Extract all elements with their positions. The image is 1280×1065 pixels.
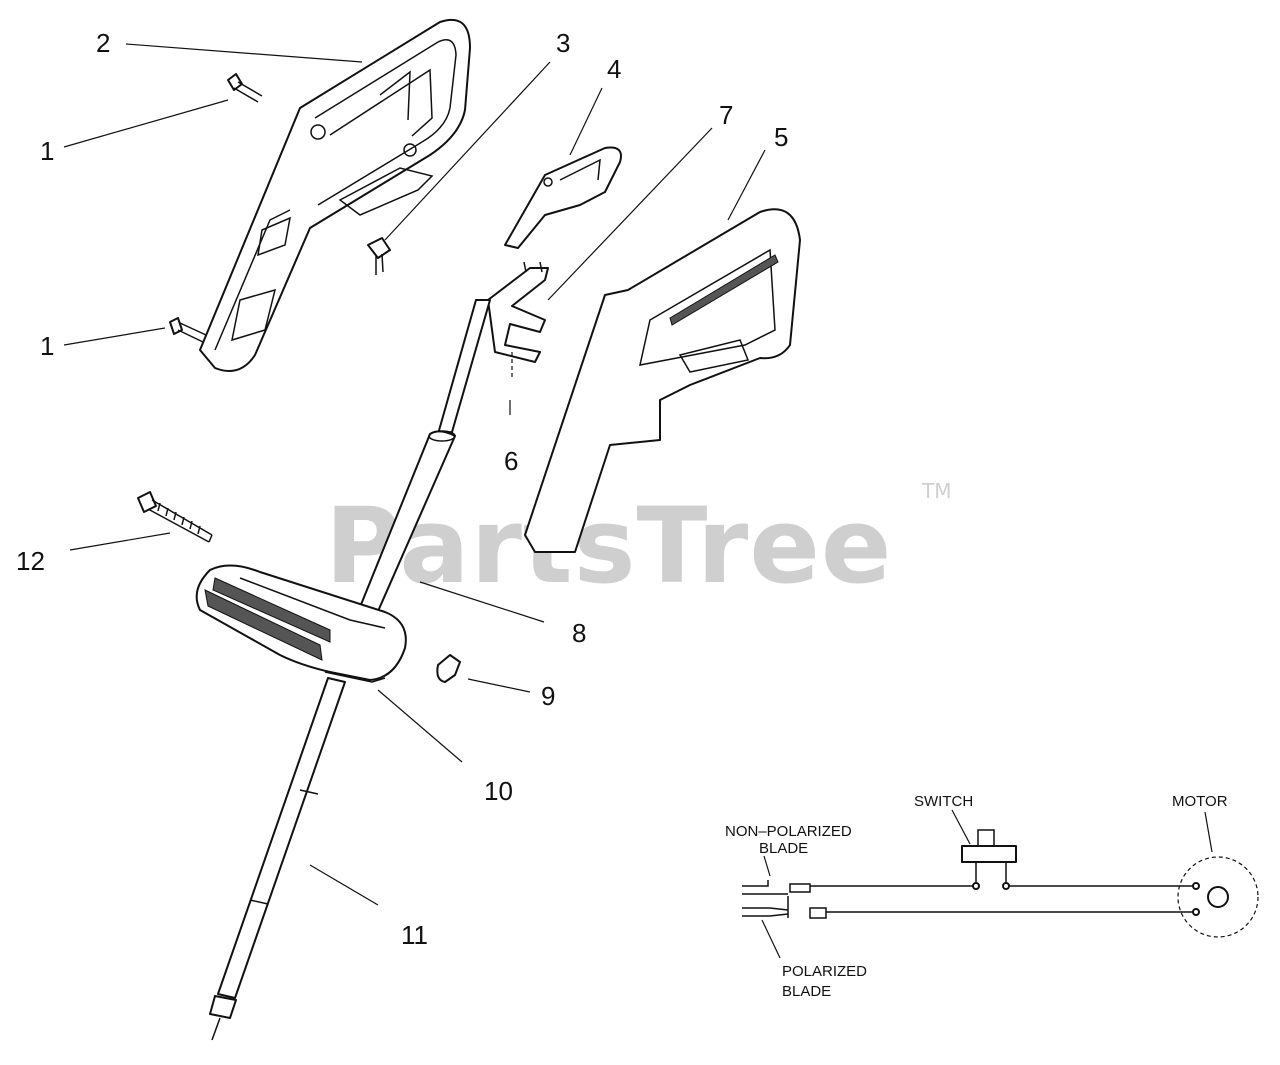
wiring-diagram: SWITCH MOTOR NON–POLARIZED BLADE POLARIZ…	[725, 793, 1259, 1000]
part-handle-half	[199, 18, 471, 372]
switch-label: SWITCH	[914, 793, 973, 810]
part-switch-bracket	[487, 261, 549, 363]
callout-1b: 1	[40, 331, 54, 361]
callout-5: 5	[774, 122, 788, 152]
motor-symbol	[1177, 856, 1259, 938]
callout-1a: 1	[40, 136, 54, 166]
part-handle-cover	[524, 208, 801, 553]
part-bolt	[137, 491, 213, 543]
part-knob	[436, 654, 461, 683]
polarized-label-1: POLARIZED	[782, 963, 867, 980]
callout-2: 2	[96, 28, 110, 58]
polarized-label-2: BLADE	[782, 983, 831, 1000]
part-screw-lower	[169, 317, 207, 343]
callout-3: 3	[556, 28, 570, 58]
part-clip	[367, 237, 391, 275]
part-lower-tube	[209, 677, 346, 1041]
callout-12: 12	[16, 546, 45, 576]
leader-lines	[63, 43, 766, 906]
callout-10: 10	[484, 776, 513, 806]
callout-6: 6	[504, 446, 518, 476]
callout-4: 4	[607, 54, 621, 84]
callout-11: 11	[401, 920, 428, 950]
non-polarized-label-1: NON–POLARIZED	[725, 823, 852, 840]
part-screw-upper	[227, 73, 263, 103]
callout-7: 7	[719, 100, 733, 130]
motor-label: MOTOR	[1172, 793, 1228, 810]
part-trigger	[504, 146, 622, 249]
callout-8: 8	[572, 618, 586, 648]
switch-symbol	[961, 829, 1017, 890]
callout-9: 9	[541, 681, 555, 711]
part-upper-tube	[357, 299, 491, 619]
callout-labels: 1 1 2 3 4 5 6 7 8 9 10 11 12	[16, 28, 788, 950]
non-polarized-label-2: BLADE	[759, 840, 808, 857]
watermark-tm: TM	[921, 479, 951, 503]
part-aux-handle	[195, 564, 407, 683]
